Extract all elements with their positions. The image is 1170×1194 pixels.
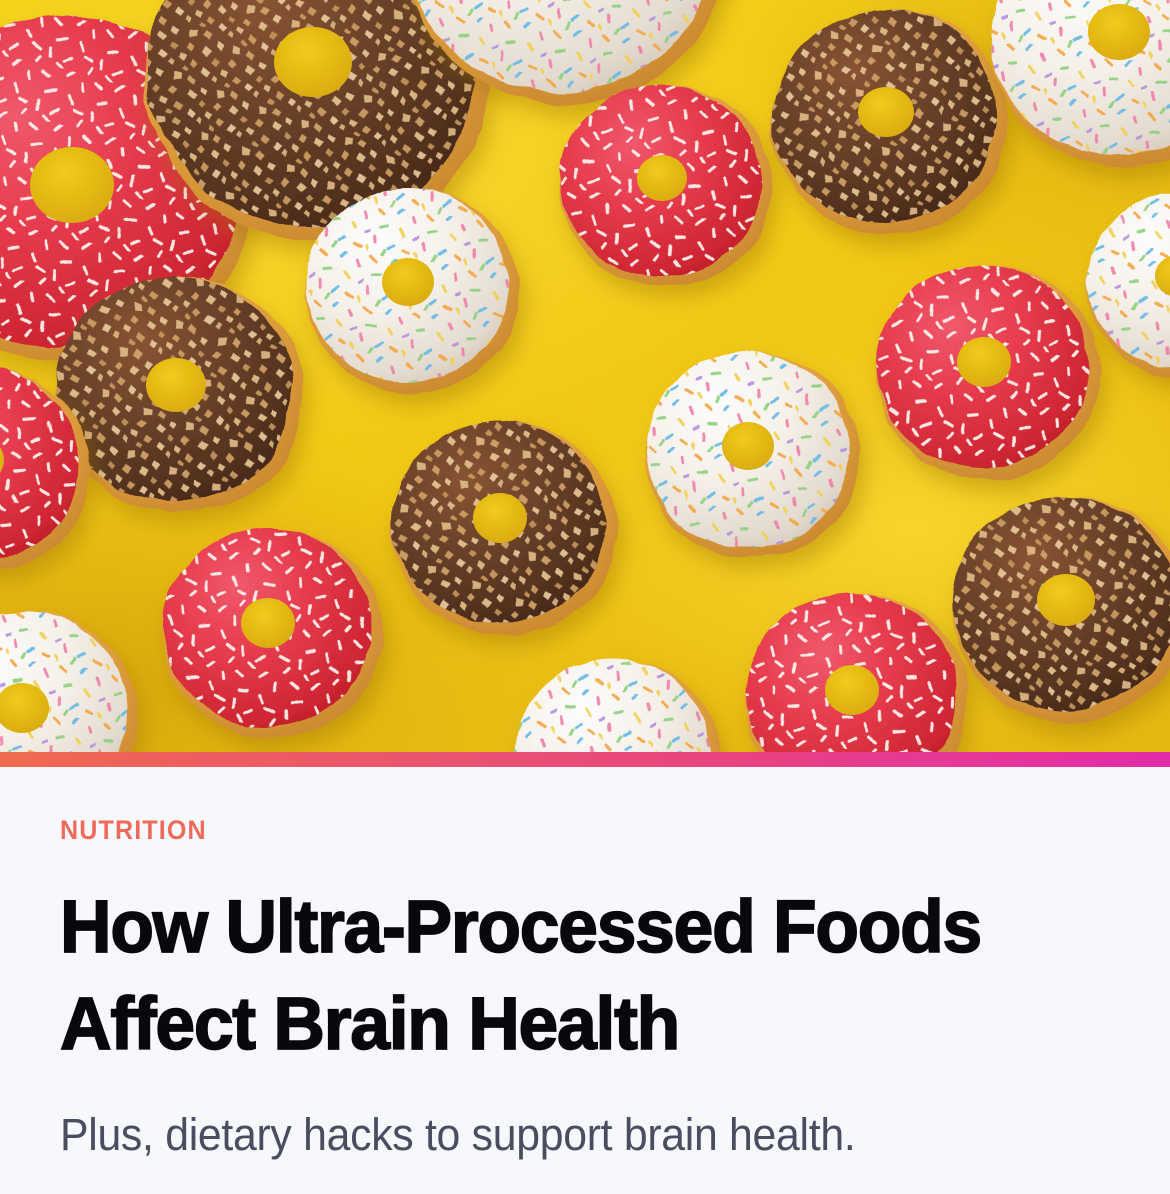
hero-image: [0, 0, 1170, 752]
page-title: How Ultra-Processed Foods Affect Brain H…: [59, 884, 983, 1066]
article-subtitle: Plus, dietary hacks to support brain hea…: [60, 1109, 856, 1160]
article-text-block: NUTRITION How Ultra-Processed Foods Affe…: [0, 767, 1170, 1194]
donut-illustration: [0, 0, 1170, 752]
category-kicker[interactable]: NUTRITION: [60, 815, 207, 845]
accent-gradient-rule: [0, 752, 1170, 767]
